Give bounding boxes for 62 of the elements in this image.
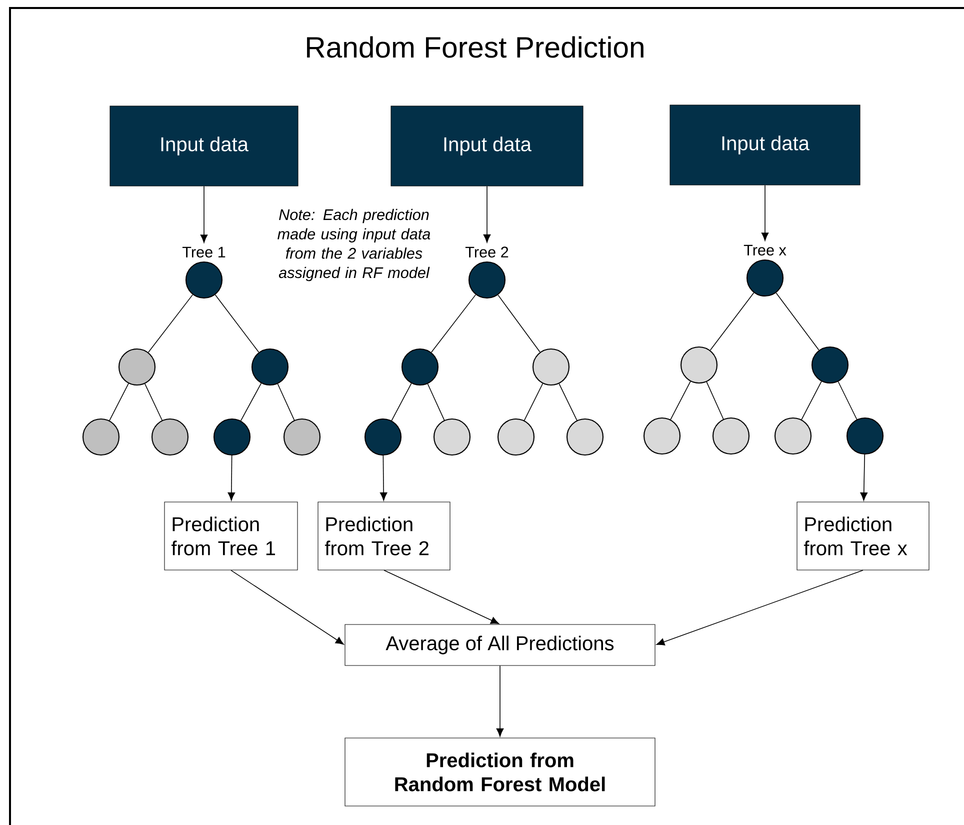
arrow xyxy=(761,184,769,241)
tree-branch xyxy=(710,292,754,351)
tree-node xyxy=(643,417,681,455)
tree-node xyxy=(82,418,120,456)
tree-branch xyxy=(801,381,822,420)
arrow xyxy=(860,454,868,501)
result-box: Prediction from Random Forest Model xyxy=(344,738,656,806)
arrow xyxy=(496,665,504,737)
tree-branch xyxy=(391,383,412,422)
tree-node xyxy=(251,348,289,386)
arrow xyxy=(380,455,388,501)
tree-branch xyxy=(558,383,578,421)
arrow xyxy=(656,570,864,646)
arrow xyxy=(200,186,208,243)
tree-node xyxy=(774,417,812,455)
arrow xyxy=(384,570,500,624)
tree-node xyxy=(213,418,251,456)
tree-branch xyxy=(670,381,691,420)
tree-node xyxy=(811,346,849,384)
arrow xyxy=(228,455,236,501)
tree-node xyxy=(151,418,189,456)
tree-root-node: Tree x xyxy=(744,244,786,297)
tree-branch xyxy=(427,383,445,421)
tree-branch xyxy=(214,294,260,353)
prediction-box: Prediction from Tree x xyxy=(796,502,930,570)
node-label: Tree 2 xyxy=(465,246,508,258)
tree-node xyxy=(364,418,402,456)
tree-branch xyxy=(838,381,858,420)
tree-node xyxy=(401,348,439,386)
tree-branch xyxy=(706,382,724,420)
title: Random Forest Prediction xyxy=(307,36,644,58)
tree-root-node: Tree 2 xyxy=(465,246,508,299)
node-label: Tree x xyxy=(744,244,786,256)
tree-node xyxy=(680,346,718,384)
tree-node xyxy=(497,418,535,456)
tree-node xyxy=(283,418,321,456)
input-box: Input data xyxy=(110,106,298,186)
tree-node xyxy=(118,348,156,386)
tree-branch xyxy=(148,294,194,353)
arrow xyxy=(230,570,344,645)
average-box: Average of All Predictions xyxy=(344,624,656,666)
tree-branch xyxy=(109,383,129,421)
tree-node xyxy=(433,418,471,456)
tree-branch xyxy=(524,383,544,421)
node-label: Tree 1 xyxy=(182,246,226,258)
tree-branch xyxy=(430,294,476,353)
tree-branch xyxy=(776,292,820,351)
tree-root-node: Tree 1 xyxy=(182,246,226,299)
tree-branch xyxy=(144,383,162,421)
arrow xyxy=(483,186,491,243)
input-box: Input data xyxy=(670,104,860,186)
tree-branch xyxy=(277,383,295,421)
tree-node xyxy=(846,417,884,455)
tree-branch xyxy=(498,294,540,352)
tree-node xyxy=(712,417,750,455)
note: Note: Each prediction made using input data from the 2 variables assigned in RF model xyxy=(278,208,430,282)
tree-branch xyxy=(240,382,262,422)
prediction-box: Prediction from Tree 1 xyxy=(164,502,298,570)
input-box: Input data xyxy=(390,106,584,186)
tree-node xyxy=(566,418,604,456)
prediction-box: Prediction from Tree 2 xyxy=(318,502,450,570)
tree-node xyxy=(532,348,570,386)
